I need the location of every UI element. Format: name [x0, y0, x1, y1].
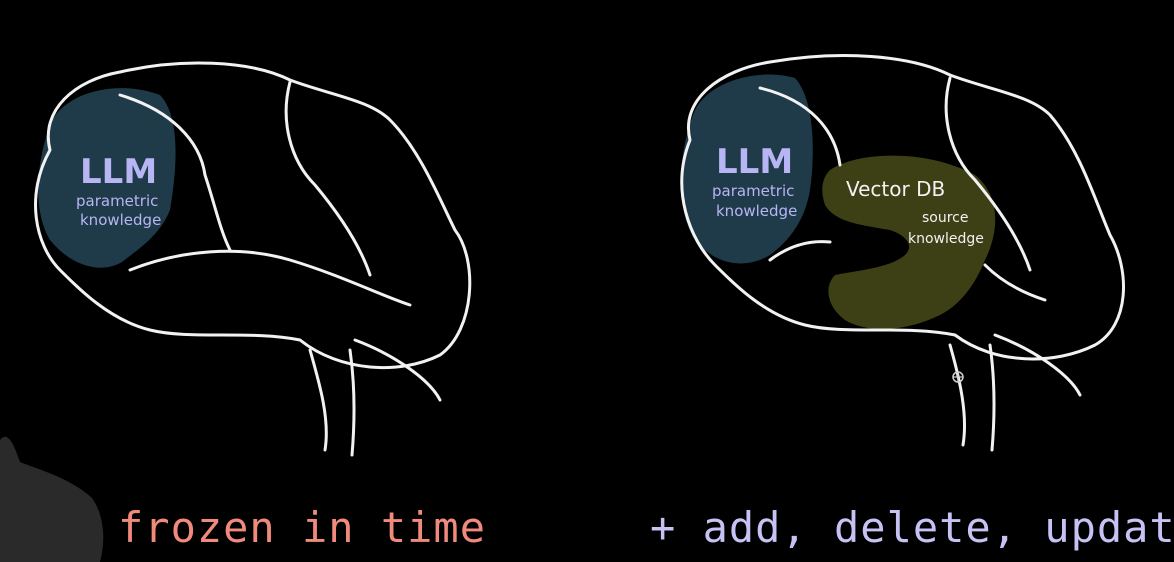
vector-db-line2: knowledge — [908, 231, 984, 247]
left-brain — [34, 61, 472, 457]
left-stem — [308, 348, 356, 457]
right-sulcus-3 — [768, 240, 1047, 302]
left-sulcus-2 — [284, 80, 372, 277]
hand-shadow — [0, 436, 104, 562]
right-llm-line1: parametric — [712, 182, 794, 200]
left-sulcus-1 — [118, 93, 232, 252]
left-llm-line2: knowledge — [80, 211, 161, 229]
caption-frozen-in-time: frozen in time — [118, 503, 487, 552]
right-sulcus-2 — [944, 76, 1032, 272]
right-cerebellum — [993, 333, 1082, 397]
right-sulcus-1 — [758, 86, 842, 167]
left-brain-outline — [34, 61, 472, 370]
right-brain-outline — [680, 54, 1125, 361]
right-vector-region — [822, 155, 996, 330]
vector-db-line1: source — [922, 210, 969, 226]
right-brain — [680, 54, 1125, 452]
right-llm-line2: knowledge — [716, 202, 797, 220]
right-stem — [948, 343, 996, 452]
left-llm-region — [38, 88, 176, 268]
left-cerebellum — [353, 338, 442, 402]
right-llm-region — [681, 74, 813, 264]
caption-add-delete-update: + add, delete, update — [650, 503, 1174, 552]
left-llm-line1: parametric — [76, 192, 158, 210]
right-llm-title: LLM — [716, 142, 793, 182]
left-llm-title: LLM — [80, 152, 157, 192]
left-sulcus-3 — [128, 249, 412, 307]
vector-db-title: Vector DB — [846, 177, 945, 201]
